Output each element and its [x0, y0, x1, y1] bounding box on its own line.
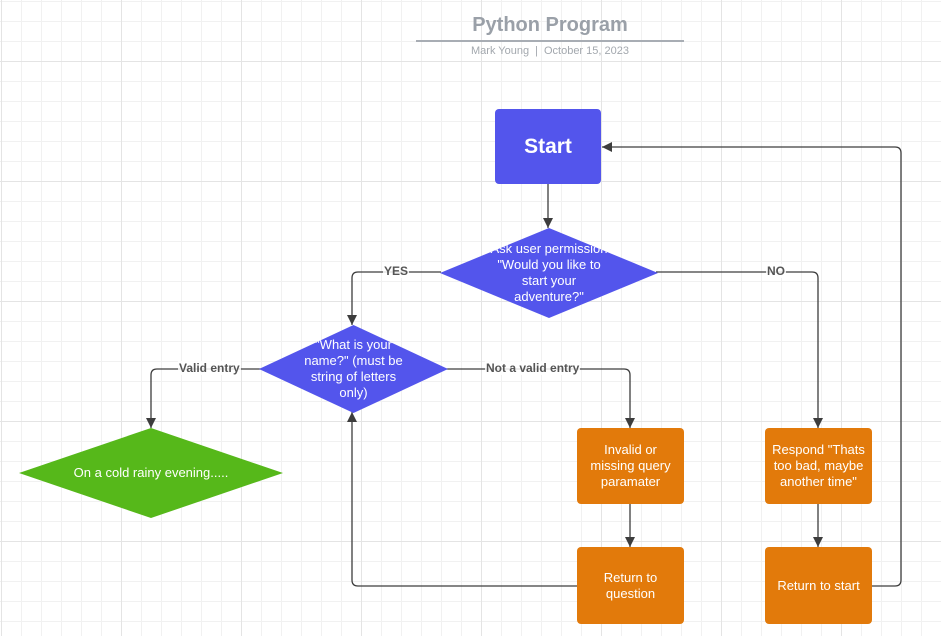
edge-label-yes: YES — [383, 264, 410, 278]
start-node[interactable]: Start — [495, 109, 601, 184]
respond-no-node[interactable]: Respond "Thats too bad, maybe another ti… — [765, 428, 872, 504]
edge-return-to-start — [602, 142, 902, 587]
edge-name-not-valid — [446, 368, 635, 428]
invalid-entry-node[interactable]: Invalid or missing query paramater — [577, 428, 684, 504]
ask-permission-label: Ask user permission "Would you like to s… — [490, 241, 608, 304]
respond-no-label: Respond "Thats too bad, maybe another ti… — [772, 442, 865, 489]
edge-name-valid — [146, 368, 261, 428]
diagram-date: October 15, 2023 — [543, 45, 629, 57]
ask-name-label: "What is your name?" (must be string of … — [304, 337, 403, 400]
diagram-title: Python Program — [472, 14, 628, 36]
author-name: Mark Young — [471, 45, 530, 57]
return-to-start-label: Return to start — [777, 577, 860, 593]
invalid-entry-label: Invalid or missing query paramater — [590, 442, 671, 489]
edge-label-no: NO — [766, 264, 786, 278]
return-to-start-node[interactable]: Return to start — [765, 547, 872, 624]
title-divider — [416, 40, 684, 42]
edge-label-not-valid-entry: Not a valid entry — [485, 361, 581, 375]
start-label: Start — [524, 134, 572, 158]
edge-label-valid-entry: Valid entry — [178, 361, 241, 375]
edge-ask-no — [656, 271, 823, 428]
edge-ask-yes — [347, 271, 441, 325]
story-start-label: On a cold rainy evening..... — [73, 465, 229, 480]
return-to-question-label: Return to question — [603, 569, 658, 601]
return-to-question-node[interactable]: Return to question — [577, 547, 684, 624]
edge-return-to-question — [347, 412, 577, 587]
subtitle-separator: | — [535, 45, 538, 57]
diagram-subtitle: Mark Young | October 15, 2023 — [416, 45, 684, 57]
